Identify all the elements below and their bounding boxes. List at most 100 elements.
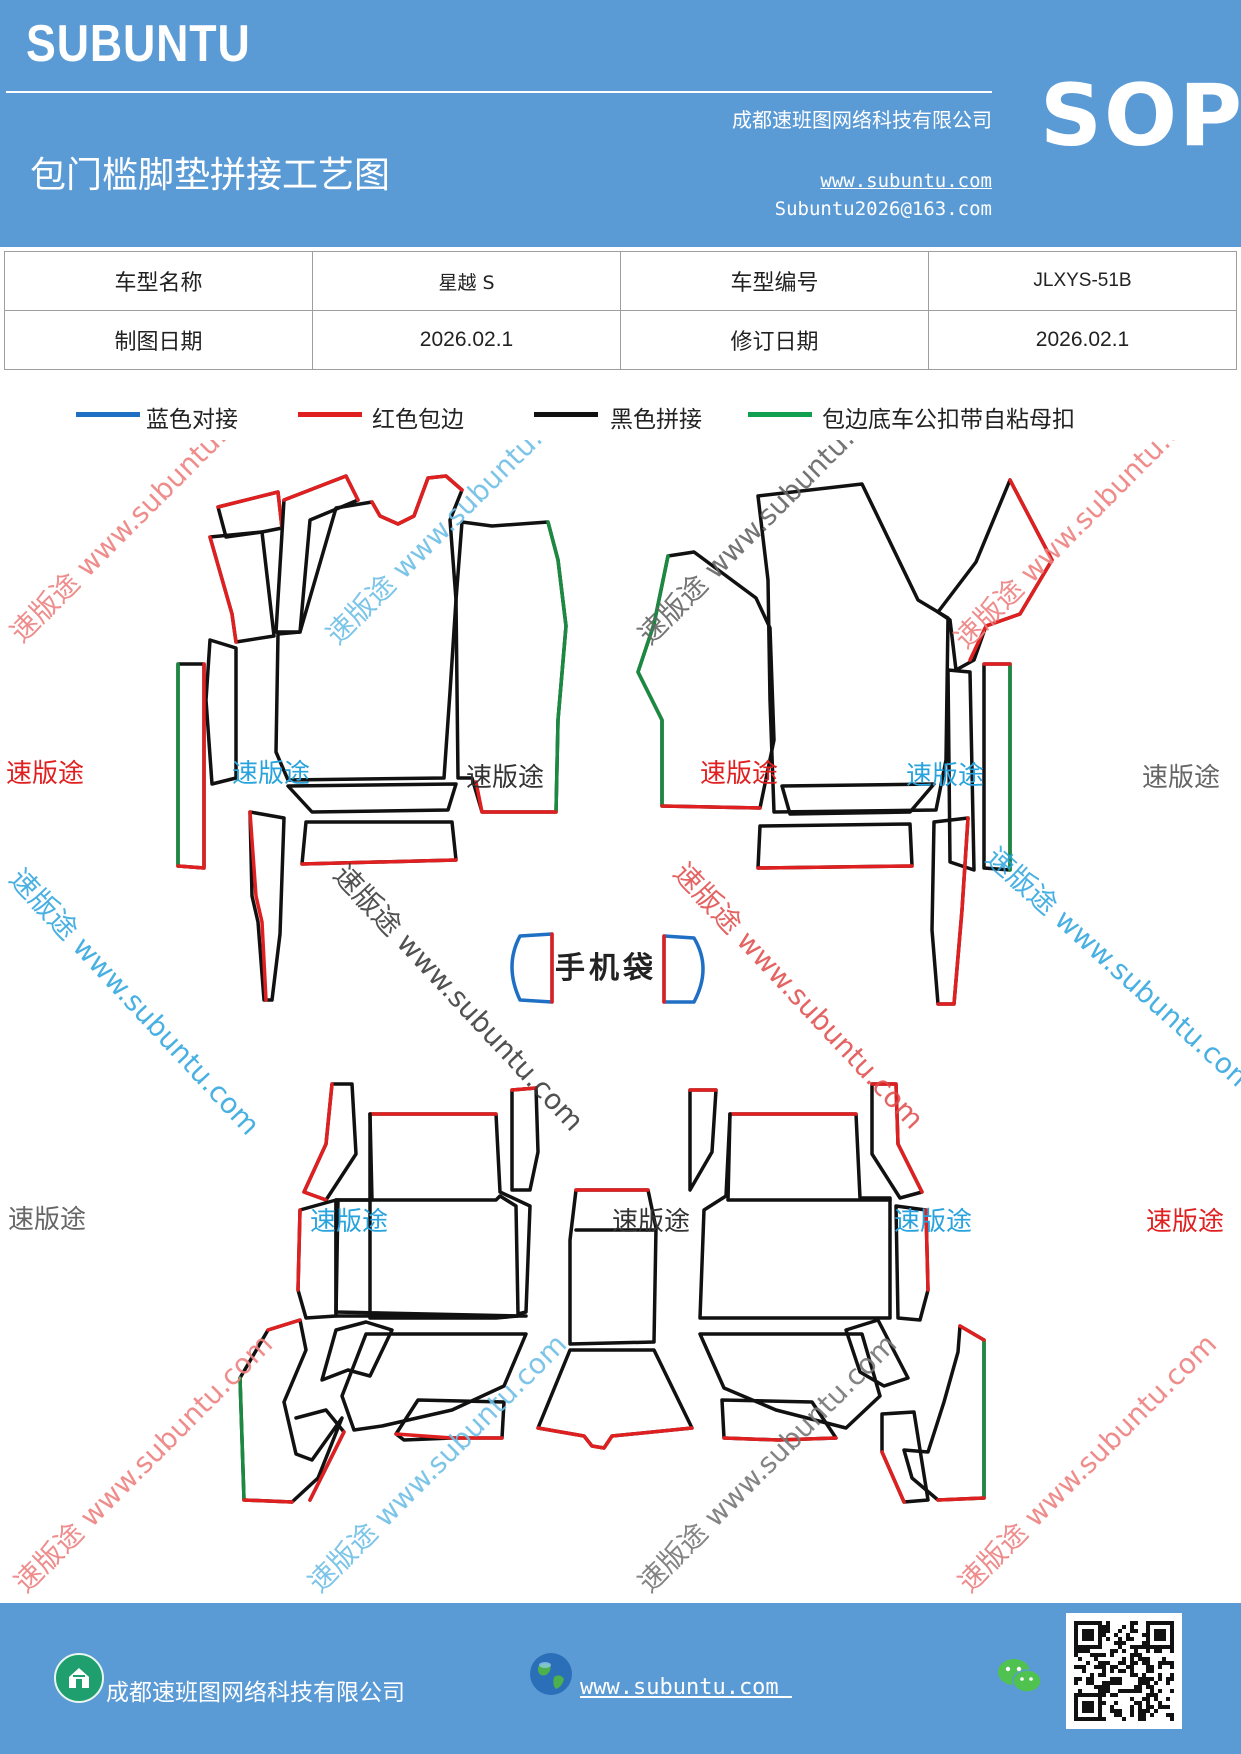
mat-piece [880, 1450, 906, 1504]
mat-piece [756, 864, 914, 870]
color-legend: 蓝色对接 红色包边 黑色拼接 包边底车公扣带自粘母扣 [0, 400, 1241, 440]
footer-website-link[interactable]: www.subuntu.com [580, 1675, 792, 1700]
mat-piece [296, 1208, 302, 1292]
mat-piece [340, 1332, 528, 1432]
mat-piece [636, 554, 670, 808]
watermark-text: 速版途 [6, 759, 84, 789]
watermark-text: 速版途 [1146, 1207, 1224, 1237]
wechat-icon[interactable] [996, 1655, 1044, 1697]
watermark-diagonal: 速版途 www.subuntu.com [302, 1327, 574, 1599]
model-name-value: 星越 S [312, 251, 621, 311]
watermark-text: 速版途 [232, 759, 310, 789]
mat-piece [204, 638, 238, 786]
watermark-diagonal: 速版途 www.subuntu.com [667, 856, 930, 1135]
watermark-text: 速版途 [8, 1205, 86, 1235]
watermark-diagonal: 速版途 www.subuntu.com [4, 440, 276, 649]
mat-piece [208, 535, 238, 644]
mat-piece [510, 1086, 538, 1092]
header-banner: SUBUNTU 成都速班图网络科技有限公司 包门槛脚垫拼接工艺图 www.sub… [0, 0, 1241, 247]
page-title: 包门槛脚垫拼接工艺图 [30, 155, 391, 196]
mat-piece [936, 816, 970, 1006]
mat-piece [394, 1432, 504, 1440]
mat-piece [308, 1430, 346, 1502]
home-icon [54, 1653, 104, 1703]
mat-piece [176, 662, 206, 870]
watermark-diagonal: 速版途 www.subuntu.com [3, 862, 266, 1141]
vehicle-info-table: 车型名称 星越 S 车型编号 JLXYS-51B 制图日期 2026.02.1 … [4, 251, 1237, 370]
mat-piece [968, 478, 1054, 662]
watermark-text: 速版途 [310, 1207, 388, 1237]
mat-piece [722, 1436, 838, 1442]
watermark-text: 速版途 [894, 1207, 972, 1237]
phone-pocket-label: 手机袋 [555, 951, 657, 986]
legend-swatch [298, 412, 362, 417]
mat-piece [726, 1112, 892, 1202]
mat-piece [924, 1208, 930, 1292]
mat-piece [688, 1088, 718, 1192]
legend-swatch [534, 412, 598, 417]
mat-piece [536, 1426, 694, 1450]
mat-piece [238, 1376, 246, 1502]
company-name: 成都速班图网络科技有限公司 [732, 108, 992, 132]
watermark-diagonal: 速版途 www.subuntu.com [948, 440, 1220, 655]
table-row: 车型名称 星越 S 车型编号 JLXYS-51B [4, 251, 1237, 311]
phone-pocket [510, 932, 705, 1004]
draw-date-value: 2026.02.1 [312, 310, 621, 370]
header-divider [6, 91, 992, 93]
mat-piece [474, 780, 558, 814]
mat-piece [946, 668, 976, 872]
mat-piece [286, 782, 458, 814]
mat-piece [266, 1318, 302, 1332]
mat-piece [894, 1204, 930, 1322]
mat-piece [370, 474, 464, 526]
model-code-value: JLXYS-51B [928, 251, 1237, 311]
front-right-mat [636, 478, 1054, 1006]
watermark-diagonal: 速版途 www.subuntu.com [979, 841, 1241, 1100]
qr-code [1066, 1613, 1182, 1729]
mat-piece [300, 820, 458, 866]
watermark-diagonal: 速版途 www.subuntu.com [632, 1327, 904, 1599]
legend-label: 蓝色对接 [146, 407, 238, 433]
watermark-diagonal: 速版途 www.subuntu.com [952, 1327, 1224, 1599]
mat-piece [176, 662, 206, 870]
mat-piece [902, 1324, 986, 1502]
pocket-tab-right [662, 934, 705, 1004]
mat-piece [248, 810, 286, 1002]
mat-piece [698, 1112, 892, 1320]
pocket-tab-left [510, 932, 554, 1004]
mat-piece [282, 474, 360, 502]
mat-piece [660, 804, 762, 810]
watermark-text: 速版途 [906, 761, 984, 791]
mat-piece [870, 1082, 924, 1194]
watermark-text: 速版途 [466, 763, 544, 793]
legend-swatch [748, 412, 812, 417]
mat-piece [698, 1332, 882, 1430]
rear-mat [238, 1082, 986, 1504]
mat-piece [248, 810, 268, 1002]
model-name-label: 车型名称 [4, 251, 313, 311]
model-code-label: 车型编号 [620, 251, 929, 311]
contact-email[interactable]: Subuntu2026@163.com [774, 198, 992, 220]
website-link[interactable]: www.subuntu.com [820, 170, 992, 192]
footer-company-name: 成都速班图网络科技有限公司 [106, 1680, 405, 1706]
watermark-diagonal: 速版途 www.subuntu.com [8, 1327, 280, 1599]
draw-date-label: 制图日期 [4, 310, 313, 370]
mat-piece [756, 482, 950, 814]
mat-layout-drawing: 手机袋 速版途 速版途 速版途 速版途 速版途 速版途 速版途 速版途 速版途 … [3, 440, 1241, 1599]
mat-piece [302, 1082, 334, 1202]
sop-label: SOP [1040, 66, 1241, 166]
revise-date-value: 2026.02.1 [928, 310, 1237, 370]
globe-icon [528, 1651, 574, 1697]
mat-piece [216, 490, 284, 530]
brand-logo: SUBUNTU [26, 15, 251, 73]
legend-label: 红色包边 [372, 407, 464, 433]
watermark-text: 速版途 [700, 759, 778, 789]
mat-piece [844, 1318, 910, 1388]
legend-swatch [76, 412, 140, 417]
mat-piece [510, 1086, 540, 1192]
watermark-text: 速版途 [612, 1207, 690, 1237]
mat-piece [242, 1498, 294, 1504]
mat-piece [300, 858, 458, 866]
mat-piece [982, 662, 1012, 872]
mat-piece [756, 822, 914, 870]
